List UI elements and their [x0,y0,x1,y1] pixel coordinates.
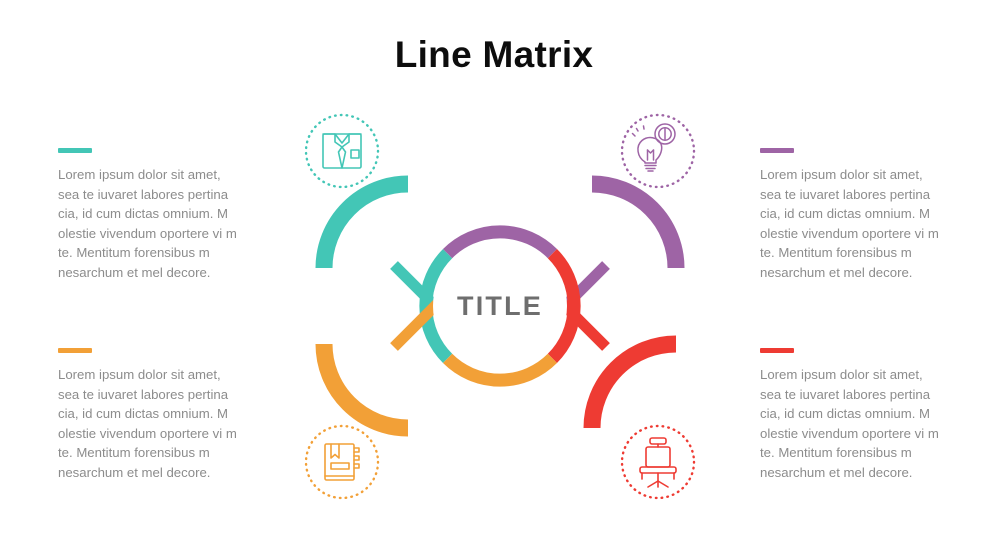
icon-badge-bottom-right[interactable] [620,424,696,500]
accent-dash-top-left [58,148,92,153]
ring-arc-right [547,249,581,363]
page-title: Line Matrix [394,34,594,75]
shirt-tie-icon [322,133,362,169]
office-chair-icon [639,437,677,488]
text-block-top-left: Lorem ipsum dolor sit amet, sea te iuvar… [58,148,242,283]
text-block-top-right: Lorem ipsum dolor sit amet, sea te iuvar… [760,148,944,283]
outer-arc-top-right [591,175,685,269]
lightbulb-coin-icon [631,123,676,172]
outer-arc-bottom-right [583,335,677,429]
outer-arc-top-left [315,175,409,269]
dotted-ring-bottom-left [304,424,380,500]
line-matrix-diagram: TITLE [294,100,706,512]
ring-arc-left [419,249,453,363]
ring-arc-top [443,225,557,259]
notebook-icon [324,443,360,481]
center-disc [433,239,567,373]
accent-dash-top-right [760,148,794,153]
text-block-body: Lorem ipsum dolor sit amet, sea te iuvar… [760,367,939,480]
icon-badge-top-right[interactable] [620,113,696,189]
text-block-body: Lorem ipsum dolor sit amet, sea te iuvar… [58,367,237,480]
branch-bottom-right[interactable] [542,249,677,429]
text-block-bottom-right: Lorem ipsum dolor sit amet, sea te iuvar… [760,348,944,483]
dotted-ring-top-left [304,113,380,189]
dotted-ring-bottom-right [620,424,696,500]
branch-top-left[interactable] [315,175,458,363]
ring-arc-bottom [443,353,557,387]
accent-dash-bottom-right [760,348,794,353]
accent-dash-bottom-left [58,348,92,353]
outer-arc-bottom-left [315,343,409,437]
text-block-bottom-left: Lorem ipsum dolor sit amet, sea te iuvar… [58,348,242,483]
text-block-body: Lorem ipsum dolor sit amet, sea te iuvar… [760,167,939,280]
icon-badge-top-left[interactable] [304,113,380,189]
icon-badge-bottom-left[interactable] [304,424,380,500]
dotted-ring-top-right [620,113,696,189]
text-block-body: Lorem ipsum dolor sit amet, sea te iuvar… [58,167,237,280]
